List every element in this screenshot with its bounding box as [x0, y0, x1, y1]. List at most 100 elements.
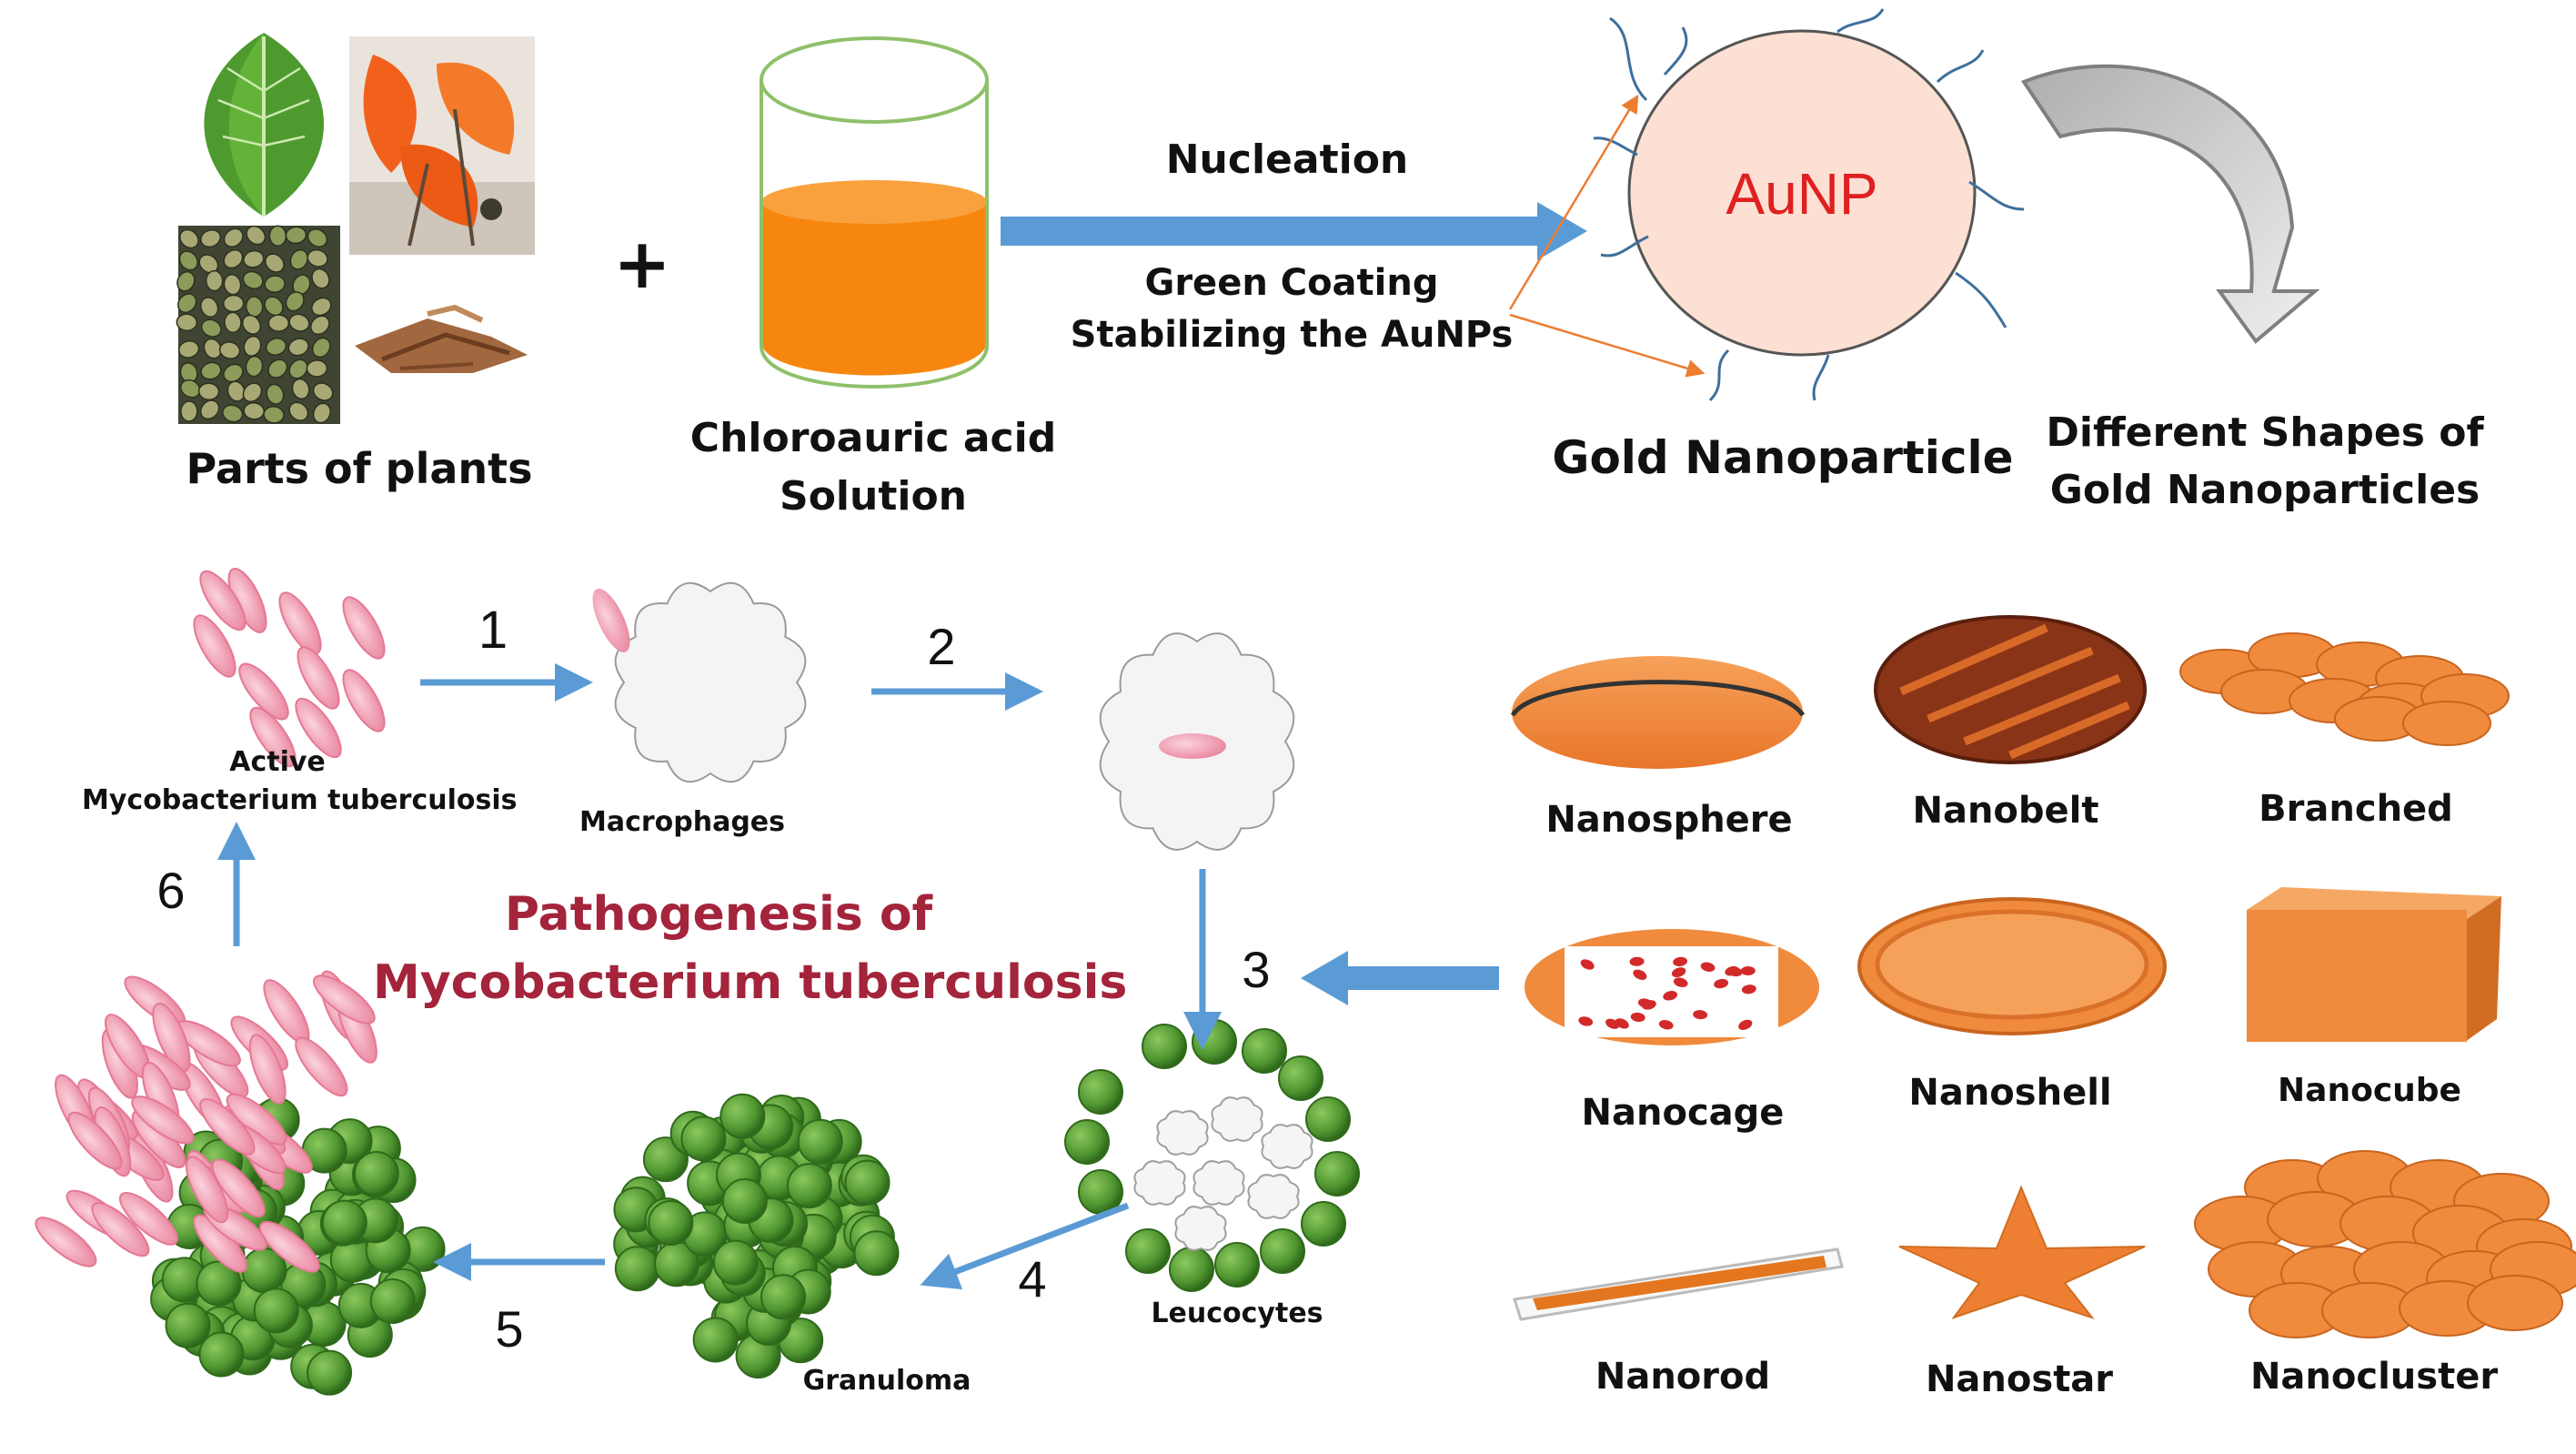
seed [311, 268, 330, 289]
nanosphere-shape [1510, 656, 1806, 769]
bacterium [295, 1036, 348, 1097]
macrophage-small [1211, 1096, 1263, 1142]
seed [177, 340, 200, 358]
step-number-1: 1 [478, 601, 508, 660]
seed [200, 228, 222, 248]
seed [223, 274, 242, 296]
seed [312, 382, 334, 401]
seed [265, 338, 287, 356]
leucocyte-cell [1125, 1228, 1171, 1274]
granuloma-cell [853, 1230, 900, 1277]
seed [223, 363, 244, 383]
seed [242, 382, 263, 403]
seed [288, 313, 310, 332]
leucocytes-cluster [1064, 1019, 1360, 1292]
seed [307, 248, 328, 268]
seed [241, 314, 262, 335]
seed [291, 378, 310, 400]
cage-dot [1714, 978, 1729, 989]
seed [179, 228, 199, 249]
step-number-4: 4 [1018, 1250, 1046, 1308]
macrophage-small [1174, 1206, 1227, 1251]
seed [306, 359, 328, 378]
nucleation-label: Nucleation [1165, 136, 1409, 183]
seed [176, 313, 198, 332]
cage-dot [1671, 967, 1686, 978]
bacterium [248, 1034, 287, 1105]
bacterium [313, 974, 376, 1025]
granuloma-label: Granuloma [802, 1365, 971, 1397]
leucocyte-cell [1301, 1201, 1346, 1247]
green-coating-label: Green Coating [1144, 262, 1439, 304]
cage-dot [1633, 969, 1647, 980]
seed [223, 248, 244, 269]
cage-dot [1673, 977, 1688, 988]
bacterium [211, 1158, 266, 1218]
seed [245, 355, 264, 378]
nanobelt-shape [1874, 615, 2147, 764]
curved-arrow-icon [2020, 64, 2320, 344]
bacterium [342, 596, 386, 660]
granuloma-cell [692, 1317, 739, 1363]
granuloma-cell [719, 1093, 766, 1139]
granuloma-cell [307, 1349, 353, 1396]
shapes-title-line1: Different Shapes of [2046, 409, 2484, 456]
cage-dot [1629, 956, 1645, 966]
seeds-image [176, 225, 340, 424]
seed [263, 406, 285, 424]
seed [309, 315, 330, 336]
leucocyte-cell [1278, 1055, 1323, 1101]
cage-dot [1693, 1010, 1708, 1020]
nanocube-label: Nanocube [2278, 1072, 2461, 1109]
granuloma-cluster [613, 1093, 900, 1379]
beaker-icon [760, 36, 989, 389]
cage-dot [1663, 991, 1678, 1001]
seed [307, 228, 328, 247]
nanocage-shape [1524, 929, 1819, 1045]
granuloma-cell [196, 1260, 242, 1307]
macrophage-small [1192, 1160, 1245, 1206]
solution-label-line1: Chloroauric acid [689, 415, 1057, 461]
stabilizing-label: Stabilizing the AuNPs [1070, 314, 1514, 356]
nanosphere-label: Nanosphere [1545, 799, 1793, 841]
granuloma-cell [369, 1277, 416, 1324]
leucocyte-cell [1192, 1019, 1237, 1065]
seed [312, 402, 331, 424]
cage-dot [1615, 1018, 1629, 1029]
leucocyte-cell [1142, 1024, 1187, 1069]
leucocyte-cell [1078, 1069, 1123, 1115]
aunp-text: AuNP [1726, 161, 1877, 227]
seed [218, 341, 241, 359]
cage-dot [1700, 962, 1716, 972]
bacterium [238, 662, 289, 721]
macrophage-small [1156, 1110, 1209, 1156]
cage-dot [1740, 965, 1756, 976]
seed [267, 358, 288, 379]
bacterium [193, 614, 236, 678]
seed [268, 225, 287, 247]
granuloma-cell [648, 1200, 694, 1247]
active-label-line2: Mycobacterium tuberculosis [82, 784, 518, 816]
seed [199, 399, 220, 420]
seed [267, 314, 290, 332]
seed [200, 361, 222, 380]
bacterium [258, 1220, 320, 1273]
active-label-line1: Active [229, 746, 326, 778]
bacterium [278, 591, 322, 655]
pathogenesis-title-line1: Pathogenesis of [504, 887, 933, 942]
seed [203, 338, 222, 359]
nanostar-label: Nanostar [1925, 1358, 2114, 1400]
branch-lobe [2402, 701, 2491, 746]
seed [264, 275, 286, 293]
macrophage-small [1133, 1160, 1186, 1206]
seed [178, 250, 198, 271]
cage-dot [1658, 1020, 1674, 1030]
cage-dot [1630, 1012, 1645, 1023]
granuloma-cell [614, 1246, 660, 1292]
solution-label-line2: Solution [780, 473, 967, 520]
seed [243, 249, 265, 268]
seed [197, 382, 220, 400]
granuloma-cell [353, 1151, 399, 1197]
step-number-5: 5 [495, 1300, 523, 1358]
